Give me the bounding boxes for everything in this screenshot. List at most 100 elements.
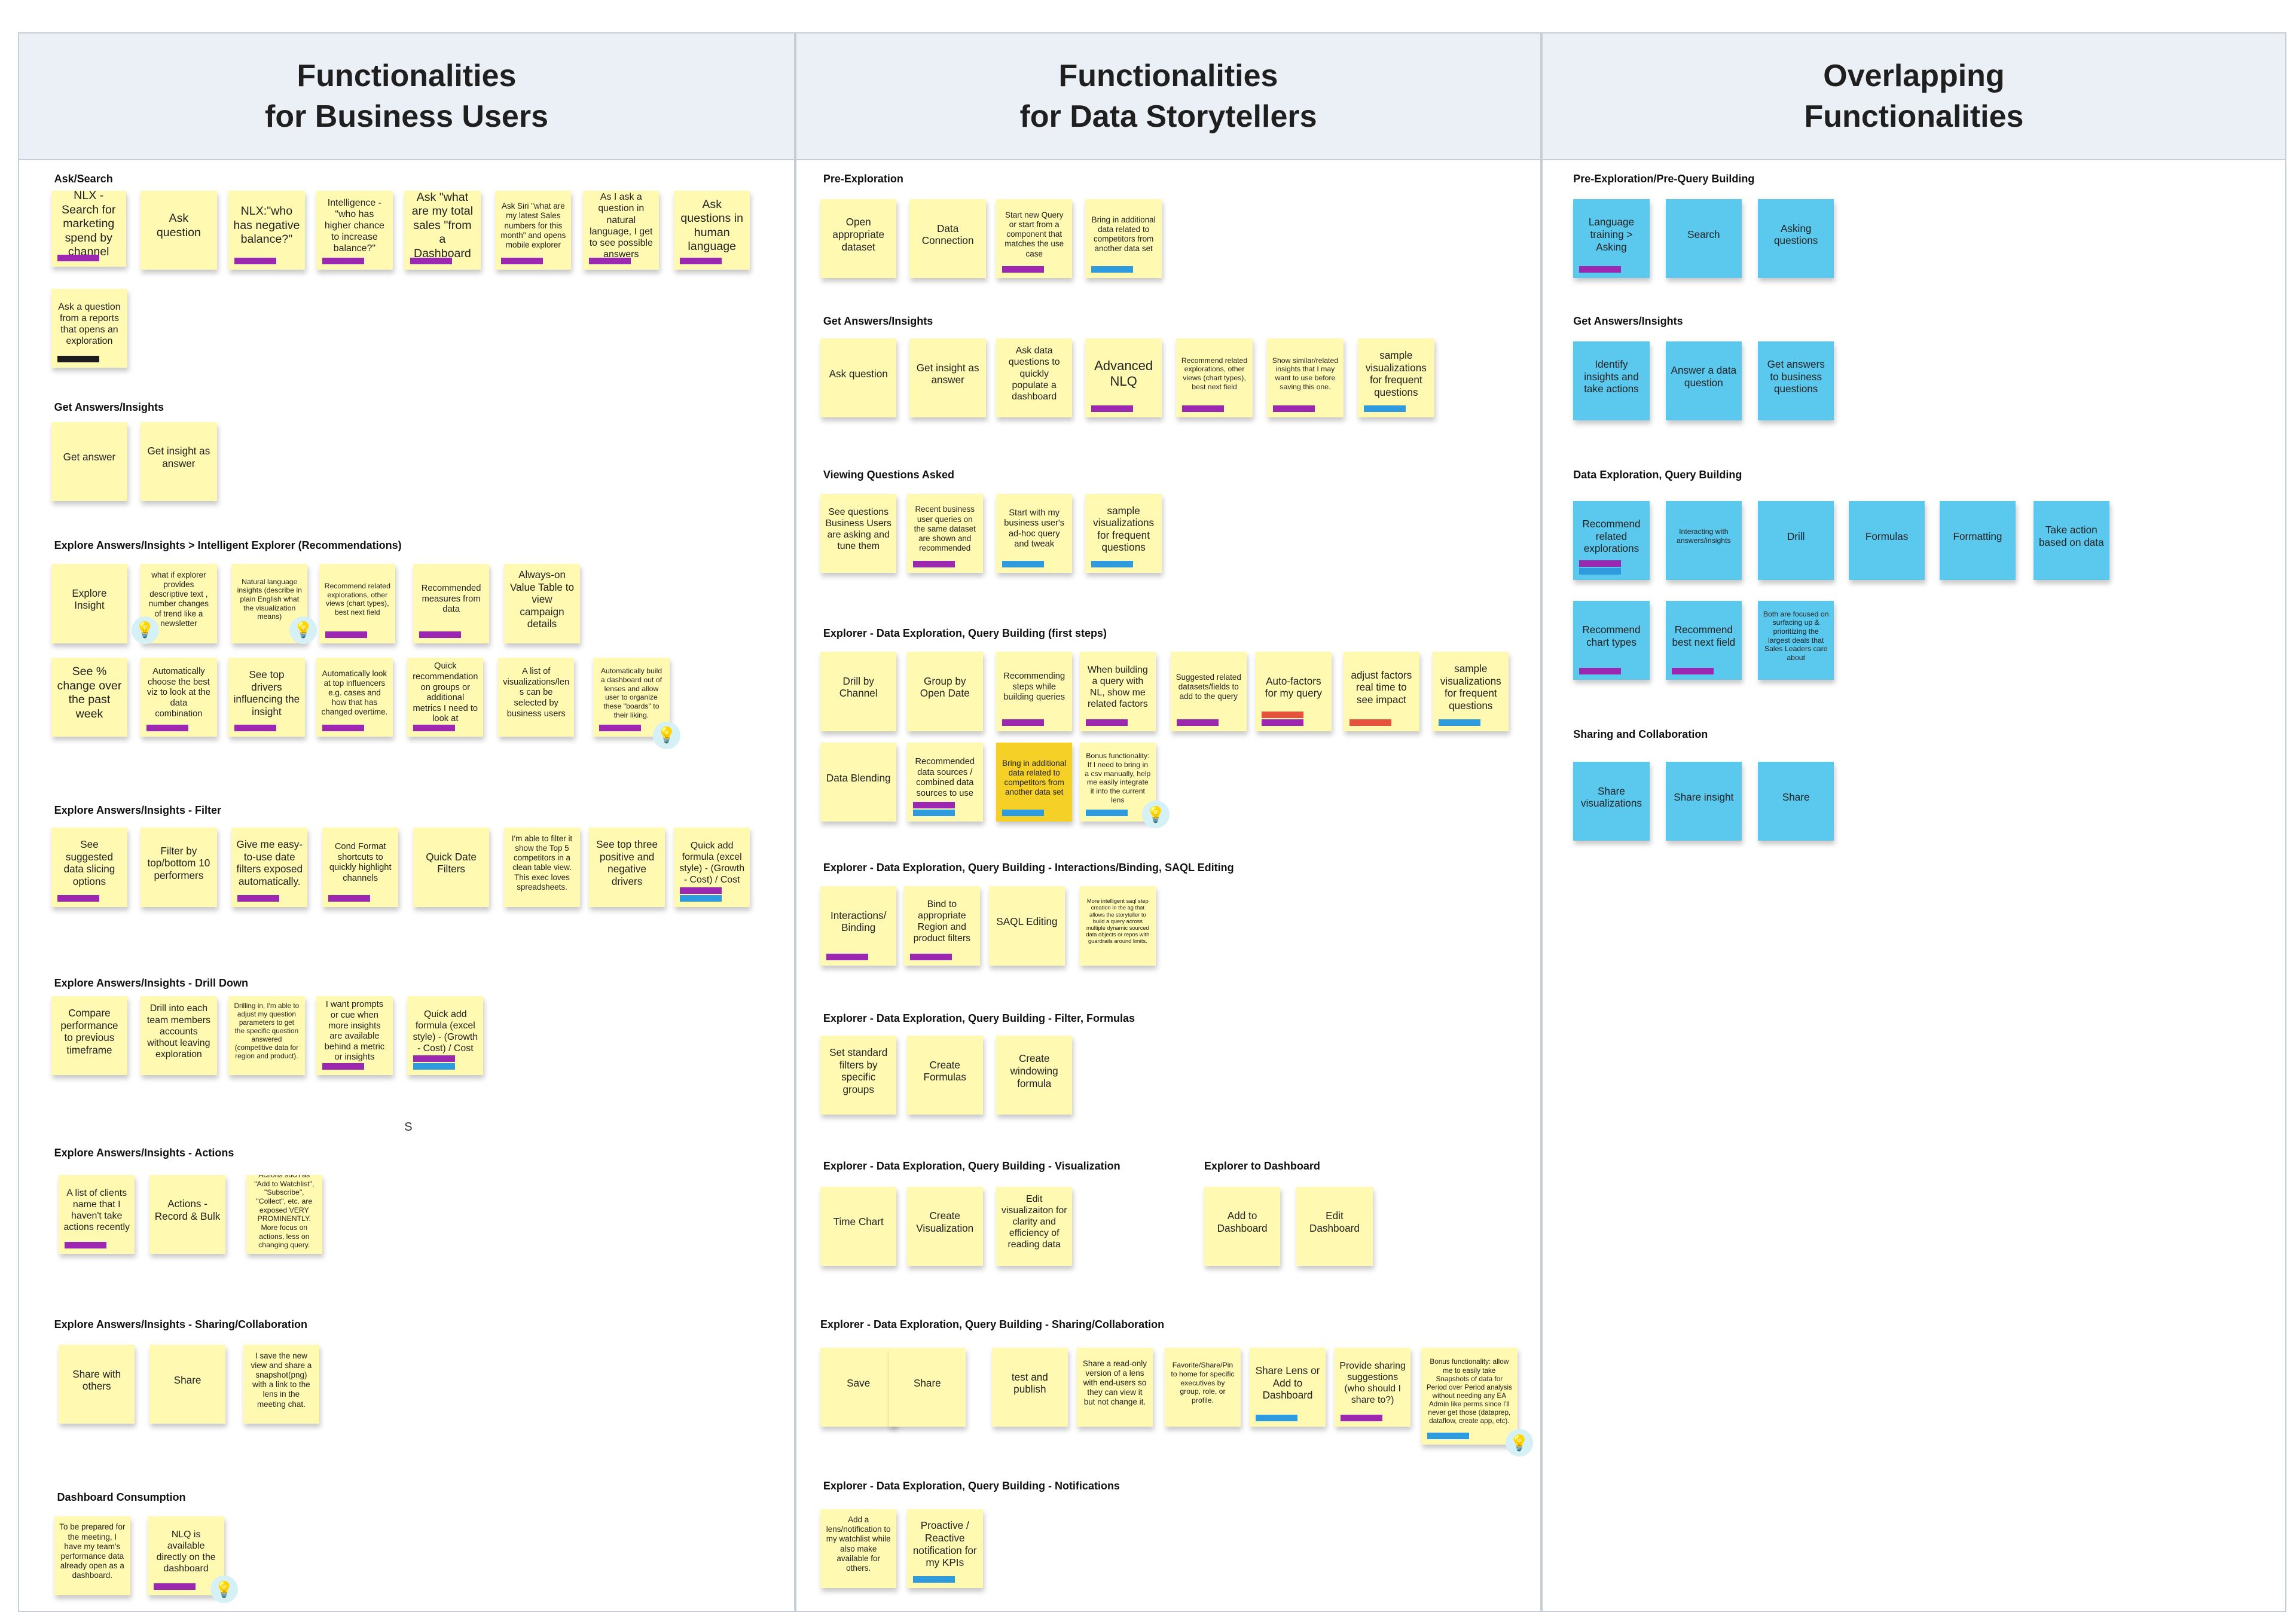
sticky-note[interactable]: Get insight as answer — [909, 338, 986, 418]
sticky-note[interactable]: Create Formulas — [906, 1036, 983, 1115]
sticky-note[interactable]: Cond Format shortcuts to quickly highlig… — [322, 828, 399, 907]
sticky-note[interactable]: Ask question — [141, 190, 217, 270]
sticky-note[interactable]: SAQL Editing — [988, 886, 1065, 966]
sticky-note[interactable]: Add a lens/notification to my watchlist … — [820, 1509, 897, 1588]
sticky-note[interactable]: NLX - Search for marketing spend by chan… — [51, 190, 126, 267]
sticky-note-blue[interactable]: Formulas — [1848, 500, 1925, 581]
sticky-note[interactable]: Automatically look at top influencers e.… — [316, 658, 393, 737]
sticky-note-blue[interactable]: Recommend chart types — [1573, 600, 1650, 680]
sticky-note[interactable]: adjust factors real time to see impact — [1343, 652, 1420, 731]
sticky-note-blue[interactable]: Interacting with answers/insights — [1665, 500, 1742, 581]
sticky-note[interactable]: Provide sharing suggestions (who should … — [1334, 1348, 1411, 1427]
sticky-note[interactable]: Filter by top/bottom 10 performers — [141, 828, 217, 907]
sticky-note[interactable]: To be prepared for the meeting, I have m… — [54, 1516, 131, 1596]
sticky-note[interactable]: Quick add formula (excel style) - (Growt… — [407, 996, 484, 1076]
sticky-note[interactable]: Ask a question from a reports that opens… — [51, 288, 128, 368]
sticky-note[interactable]: Ask data questions to quickly populate a… — [996, 338, 1073, 418]
sticky-note-blue[interactable]: Share visualizations — [1573, 762, 1650, 841]
sticky-note[interactable]: Ask questions in human language — [674, 190, 750, 270]
sticky-note[interactable]: sample visualizations for frequent quest… — [1085, 493, 1162, 573]
sticky-note[interactable]: Create Visualization — [906, 1186, 983, 1266]
sticky-note[interactable]: Ask question — [820, 338, 897, 418]
sticky-note[interactable]: Compare performance to previous timefram… — [51, 996, 128, 1076]
sticky-note-blue[interactable]: Share insight — [1665, 762, 1742, 841]
sticky-note[interactable]: Intelligence - "who has higher chance to… — [316, 190, 393, 270]
sticky-note[interactable]: More intelligent saql step creation in t… — [1079, 886, 1156, 966]
sticky-note-blue[interactable]: Get answers to business questions — [1758, 341, 1834, 421]
sticky-note[interactable]: Create windowing formula — [996, 1036, 1073, 1115]
sticky-note[interactable]: sample visualizations for frequent quest… — [1433, 652, 1509, 731]
sticky-note[interactable]: Auto-factors for my query — [1255, 652, 1332, 731]
sticky-note-blue[interactable]: Recommend best next field — [1665, 600, 1742, 680]
sticky-note[interactable]: Bind to appropriate Region and product f… — [903, 886, 981, 966]
sticky-note[interactable]: Share with others — [59, 1345, 135, 1424]
sticky-note[interactable]: Quick recommendation on groups or additi… — [407, 658, 484, 737]
sticky-note[interactable]: Save — [820, 1348, 897, 1427]
sticky-note[interactable]: Interactions/ Binding — [820, 886, 897, 966]
sticky-note[interactable]: A list of visualizations/lens can be sel… — [498, 658, 575, 737]
sticky-note-blue[interactable]: Take action based on data — [2033, 500, 2109, 581]
sticky-note[interactable]: Recommended measures from data — [413, 564, 490, 643]
sticky-note[interactable]: Proactive / Reactive notification for my… — [906, 1509, 983, 1588]
sticky-note[interactable]: Advanced NLQ — [1085, 338, 1162, 418]
sticky-note[interactable]: I save the new view and share a snapshot… — [243, 1345, 320, 1424]
sticky-note[interactable]: Add to Dashboard — [1204, 1186, 1281, 1266]
sticky-note[interactable]: Explore Insight — [51, 564, 128, 643]
sticky-note[interactable]: sample visualizations for frequent quest… — [1358, 338, 1434, 418]
sticky-note[interactable]: Group by Open Date — [906, 652, 983, 731]
sticky-note[interactable]: Show similar/related insights that I may… — [1267, 338, 1344, 418]
sticky-note[interactable]: Share — [149, 1345, 226, 1424]
sticky-note[interactable]: Edit Dashboard — [1296, 1186, 1373, 1266]
sticky-note[interactable]: Automatically choose the best viz to loo… — [141, 658, 217, 737]
sticky-note[interactable]: When building a query with NL, show me r… — [1079, 652, 1156, 731]
sticky-note[interactable]: See % change over the past week — [51, 658, 128, 737]
sticky-note[interactable]: I'm able to filter it show the Top 5 com… — [503, 828, 581, 907]
sticky-note[interactable]: Edit visualizaiton for clarity and effic… — [996, 1186, 1073, 1266]
sticky-note[interactable]: Ask Siri "what are my latest Sales numbe… — [495, 190, 572, 270]
sticky-note[interactable]: Drill by Channel — [820, 652, 897, 731]
sticky-note[interactable]: Recommended data sources / combined data… — [906, 743, 983, 822]
sticky-note[interactable]: Recommend related explorations, other vi… — [1176, 338, 1253, 418]
sticky-note-blue[interactable]: Identify insights and take actions — [1573, 341, 1650, 421]
sticky-note[interactable]: Ask "what are my total sales "from a Das… — [404, 190, 481, 270]
sticky-note[interactable]: NLQ is available directly on the dashboa… — [148, 1516, 224, 1596]
sticky-note[interactable]: Start with my business user's ad-hoc que… — [996, 493, 1073, 573]
sticky-note[interactable]: Open appropriate dataset — [820, 199, 897, 279]
sticky-note-blue[interactable]: Language training > Asking — [1573, 199, 1650, 279]
sticky-note[interactable]: Share a read-only version of a lens with… — [1076, 1348, 1153, 1427]
sticky-note[interactable]: Recommend related explorations, other vi… — [319, 564, 396, 643]
sticky-note-blue[interactable]: Formatting — [1939, 500, 2016, 581]
sticky-note[interactable]: As I ask a question in natural language,… — [583, 190, 660, 270]
sticky-note[interactable]: See questions Business Users are asking … — [820, 493, 897, 573]
sticky-note[interactable]: Get insight as answer — [141, 422, 217, 501]
sticky-note[interactable]: Always-on Value Table to view campaign d… — [503, 564, 581, 643]
sticky-note[interactable]: Time Chart — [820, 1186, 897, 1266]
sticky-note[interactable]: NLX:"who has negative balance?" — [228, 190, 305, 270]
sticky-note-blue[interactable]: Search — [1665, 199, 1742, 279]
sticky-note-blue[interactable]: Answer a data question — [1665, 341, 1742, 421]
sticky-note[interactable]: Set standard filters by specific groups — [820, 1036, 897, 1115]
sticky-note[interactable]: Quick add formula (excel style) - (Growt… — [674, 828, 750, 907]
sticky-note-blue[interactable]: Share — [1758, 762, 1834, 841]
sticky-note-blue[interactable]: Both are focused on surfacing up & prior… — [1758, 600, 1834, 680]
sticky-note[interactable]: Data Connection — [909, 199, 986, 279]
sticky-note[interactable]: Actions - Record & Bulk — [149, 1174, 226, 1254]
sticky-note[interactable]: I want prompts or cue when more insights… — [316, 996, 393, 1076]
sticky-note-blue[interactable]: Recommend related explorations — [1573, 500, 1650, 581]
sticky-note[interactable]: Bring in additional data related to comp… — [1085, 199, 1162, 279]
sticky-note[interactable]: Actions such as "Add to Watchlist", "Sub… — [246, 1174, 322, 1254]
sticky-note[interactable]: Quick Date Filters — [413, 828, 490, 907]
sticky-note-blue[interactable]: Drill — [1758, 500, 1834, 581]
sticky-note[interactable]: Start new Query or start from a componen… — [996, 199, 1073, 279]
sticky-note[interactable]: Get answer — [51, 422, 128, 501]
sticky-note[interactable]: See top three positive and negative driv… — [588, 828, 665, 907]
sticky-note[interactable]: Give me easy-to-use date filters exposed… — [231, 828, 308, 907]
sticky-note[interactable]: test and publish — [991, 1348, 1068, 1427]
sticky-note[interactable]: Favorite/Share/Pin to home for specific … — [1164, 1348, 1241, 1427]
sticky-note-blue[interactable]: Asking questions — [1758, 199, 1834, 279]
sticky-note[interactable]: Share — [889, 1348, 966, 1427]
sticky-note[interactable]: See top drivers influencing the insight — [228, 658, 305, 737]
sticky-note[interactable]: Recommending steps while building querie… — [996, 652, 1073, 731]
sticky-note[interactable]: Drill into each team members accounts wi… — [141, 996, 217, 1076]
sticky-note[interactable]: Recent business user queries on the same… — [906, 493, 983, 573]
